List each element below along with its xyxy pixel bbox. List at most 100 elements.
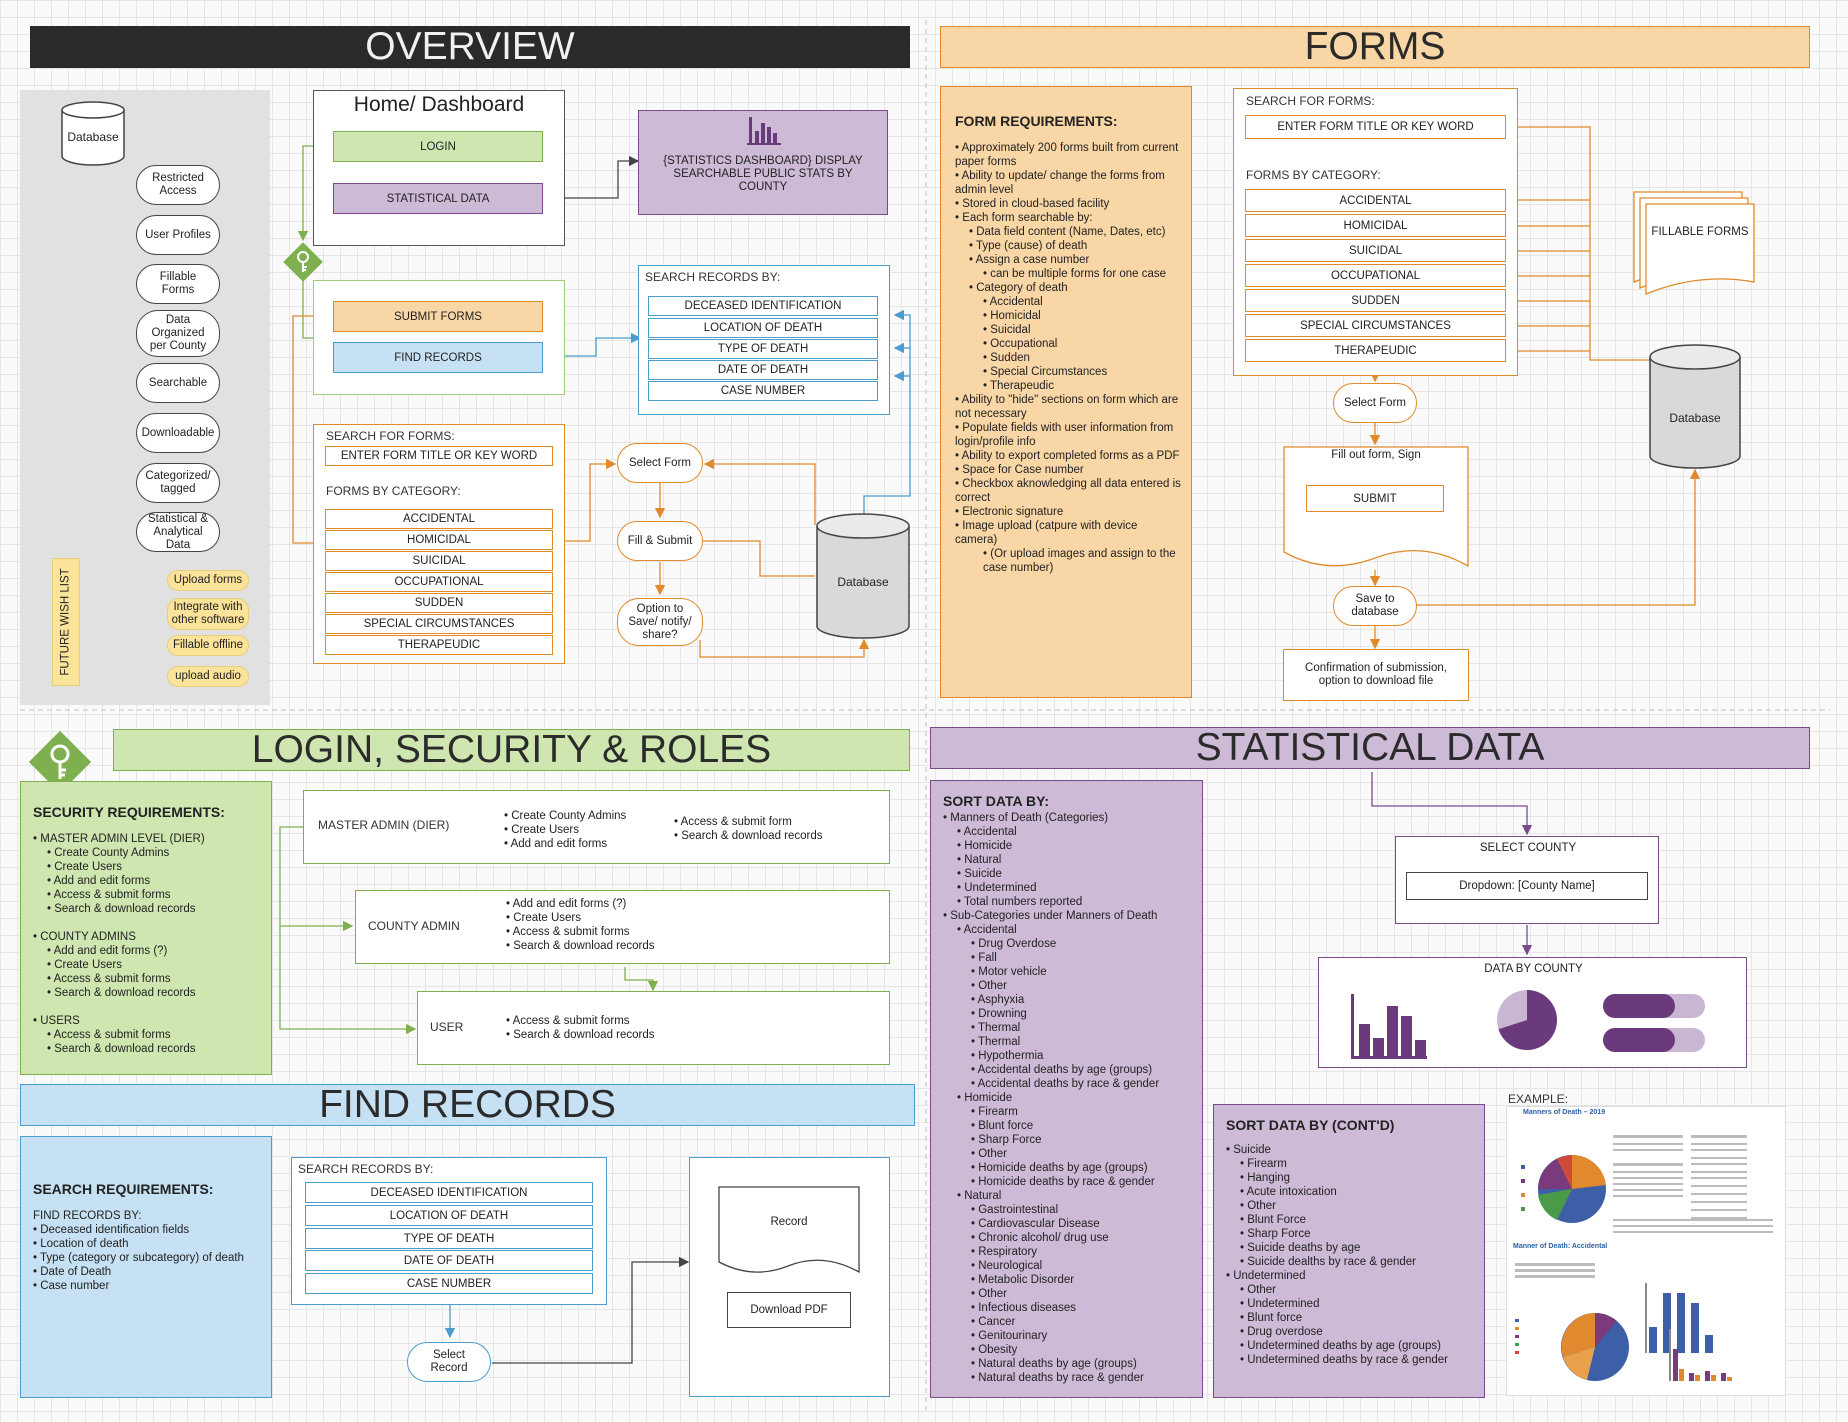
sort-data-contd-title: SORT DATA BY (CONT'D) xyxy=(1226,1117,1395,1133)
category-occupational[interactable]: OCCUPATIONAL xyxy=(325,572,553,592)
forms-category-accidental[interactable]: ACCIDENTAL xyxy=(1245,189,1506,212)
list-item: Checkbox aknowledging all data entered i… xyxy=(955,477,1181,505)
find-by-label: FIND RECORDS BY: xyxy=(33,1210,142,1222)
submit-forms-button[interactable]: SUBMIT FORMS xyxy=(333,301,543,332)
login-header: LOGIN, SECURITY & ROLES xyxy=(113,728,910,771)
list-item: Add and edit forms xyxy=(33,874,263,888)
form-search-input[interactable]: ENTER FORM TITLE OR KEY WORD xyxy=(325,446,553,466)
security-requirements-list: MASTER ADMIN LEVEL (DIER)Create County A… xyxy=(33,832,263,1056)
database-cylinder-forms: Database xyxy=(1648,343,1742,470)
county-dropdown[interactable]: Dropdown: [County Name] xyxy=(1406,872,1648,900)
sort-data-contd-panel: SORT DATA BY (CONT'D) SuicideFirearmHang… xyxy=(1213,1104,1485,1398)
forms-search-label: SEARCH FOR FORMS: xyxy=(1246,94,1375,108)
example-title-2: Manner of Death: Accidental xyxy=(1513,1243,1608,1250)
forms-category-homicidal[interactable]: HOMICIDAL xyxy=(1245,214,1506,237)
list-item: Suicide xyxy=(1226,1143,1478,1157)
list-item: Infectious diseases xyxy=(943,1301,1196,1315)
find-search-label: SEARCH RECORDS BY: xyxy=(298,1162,434,1176)
forms-submit-button[interactable]: SUBMIT xyxy=(1306,485,1444,512)
list-item: Sub-Categories under Manners of Death xyxy=(943,909,1196,923)
sort-data-contd-list: SuicideFirearmHangingAcute intoxicationO… xyxy=(1226,1143,1478,1367)
list-item xyxy=(33,916,263,930)
user-box: USER Access & submit formsSearch & downl… xyxy=(417,991,890,1065)
select-record-node: Select Record xyxy=(407,1342,491,1382)
list-item: Date of Death xyxy=(33,1265,263,1279)
list-item: Genitourinary xyxy=(943,1329,1196,1343)
download-pdf-button[interactable]: Download PDF xyxy=(727,1292,851,1328)
list-item: Undetermined xyxy=(1226,1269,1478,1283)
list-item: Special Circumstances xyxy=(955,365,1181,379)
overview-title: OVERVIEW xyxy=(365,25,575,68)
list-item: Image upload (catpure with device camera… xyxy=(955,519,1181,547)
list-item: Hanging xyxy=(1226,1171,1478,1185)
category-special[interactable]: SPECIAL CIRCUMSTANCES xyxy=(325,614,553,634)
list-item: Assign a case number xyxy=(955,253,1181,267)
list-item: Other xyxy=(943,1147,1196,1161)
search-forms-label: SEARCH FOR FORMS: xyxy=(326,429,455,443)
list-item: Accidental xyxy=(943,825,1196,839)
fill-out-label: Fill out form, Sign xyxy=(1331,449,1421,461)
login-button[interactable]: LOGIN xyxy=(333,131,543,162)
category-suicidal[interactable]: SUICIDAL xyxy=(325,551,553,571)
list-item: Cancer xyxy=(943,1315,1196,1329)
find-field-type[interactable]: TYPE OF DEATH xyxy=(305,1228,593,1249)
find-field-location[interactable]: LOCATION OF DEATH xyxy=(305,1205,593,1226)
forms-category-therapeudic[interactable]: THERAPEUDIC xyxy=(1245,339,1506,362)
master-perms-b: Access & submit formSearch & download re… xyxy=(674,815,823,843)
database-label: Database xyxy=(67,130,119,144)
list-item: Other xyxy=(1226,1283,1478,1297)
statistical-data-button[interactable]: STATISTICAL DATA xyxy=(333,183,543,214)
fillable-forms-stack: FILLABLE FORMS xyxy=(1632,190,1760,302)
find-field-deceased[interactable]: DECEASED IDENTIFICATION xyxy=(305,1182,593,1203)
list-item: Accidental xyxy=(955,295,1181,309)
forms-category-special[interactable]: SPECIAL CIRCUMSTANCES xyxy=(1245,314,1506,337)
list-item: Fall xyxy=(943,951,1196,965)
feature-categorized: Categorized/ tagged xyxy=(136,463,220,503)
category-homicidal[interactable]: HOMICIDAL xyxy=(325,530,553,550)
forms-category-suicidal[interactable]: SUICIDAL xyxy=(1245,239,1506,262)
list-item: Create County Admins xyxy=(33,846,263,860)
feature-user-profiles: User Profiles xyxy=(136,215,220,255)
category-accidental[interactable]: ACCIDENTAL xyxy=(325,509,553,529)
feature-searchable: Searchable xyxy=(136,363,220,403)
list-item: Gastrointestinal xyxy=(943,1203,1196,1217)
record-field-deceased[interactable]: DECEASED IDENTIFICATION xyxy=(648,296,878,316)
list-item: Cardiovascular Disease xyxy=(943,1217,1196,1231)
category-therapeudic[interactable]: THERAPEUDIC xyxy=(325,635,553,655)
search-requirements-title: SEARCH REQUIREMENTS: xyxy=(33,1181,214,1197)
user-label: USER xyxy=(430,1020,464,1034)
forms-category-sudden[interactable]: SUDDEN xyxy=(1245,289,1506,312)
record-field-location[interactable]: LOCATION OF DEATH xyxy=(648,318,878,338)
record-field-case[interactable]: CASE NUMBER xyxy=(648,381,878,401)
list-item: Search & download records xyxy=(506,1028,654,1042)
county-progress-bars-icon xyxy=(1603,994,1705,1052)
list-item: Add and edit forms (?) xyxy=(33,944,263,958)
select-county-label: SELECT COUNTY xyxy=(1479,842,1577,854)
find-records-button[interactable]: FIND RECORDS xyxy=(333,342,543,373)
list-item: Thermal xyxy=(943,1021,1196,1035)
form-requirements-title: FORM REQUIREMENTS: xyxy=(955,113,1118,129)
example-title-1: Manners of Death – 2019 xyxy=(1523,1109,1606,1116)
forms-search-input[interactable]: ENTER FORM TITLE OR KEY WORD xyxy=(1245,115,1506,139)
example-report-graphics xyxy=(1515,1135,1773,1381)
find-field-case[interactable]: CASE NUMBER xyxy=(305,1273,593,1294)
submit-find-box xyxy=(313,280,565,395)
county-pie-chart-icon xyxy=(1497,990,1558,1050)
county-bar-chart-icon xyxy=(1351,994,1427,1059)
list-item: Hypothermia xyxy=(943,1049,1196,1063)
forms-category-occupational[interactable]: OCCUPATIONAL xyxy=(1245,264,1506,287)
list-item xyxy=(33,1000,263,1014)
key-diamond-icon xyxy=(281,240,325,284)
list-item: Acute intoxication xyxy=(1226,1185,1478,1199)
record-field-type[interactable]: TYPE OF DEATH xyxy=(648,339,878,359)
list-item: Metabolic Disorder xyxy=(943,1273,1196,1287)
forms-select-form-node: Select Form xyxy=(1333,383,1417,423)
confirmation-box: Confirmation of submission, option to do… xyxy=(1283,649,1469,701)
list-item: Type (category or subcategory) of death xyxy=(33,1251,263,1265)
find-field-date[interactable]: DATE OF DEATH xyxy=(305,1250,593,1271)
category-sudden[interactable]: SUDDEN xyxy=(325,593,553,613)
list-item: Create Users xyxy=(504,823,626,837)
list-item: Location of death xyxy=(33,1237,263,1251)
record-field-date[interactable]: DATE OF DEATH xyxy=(648,360,878,380)
master-perms-a: Create County AdminsCreate UsersAdd and … xyxy=(504,809,627,851)
